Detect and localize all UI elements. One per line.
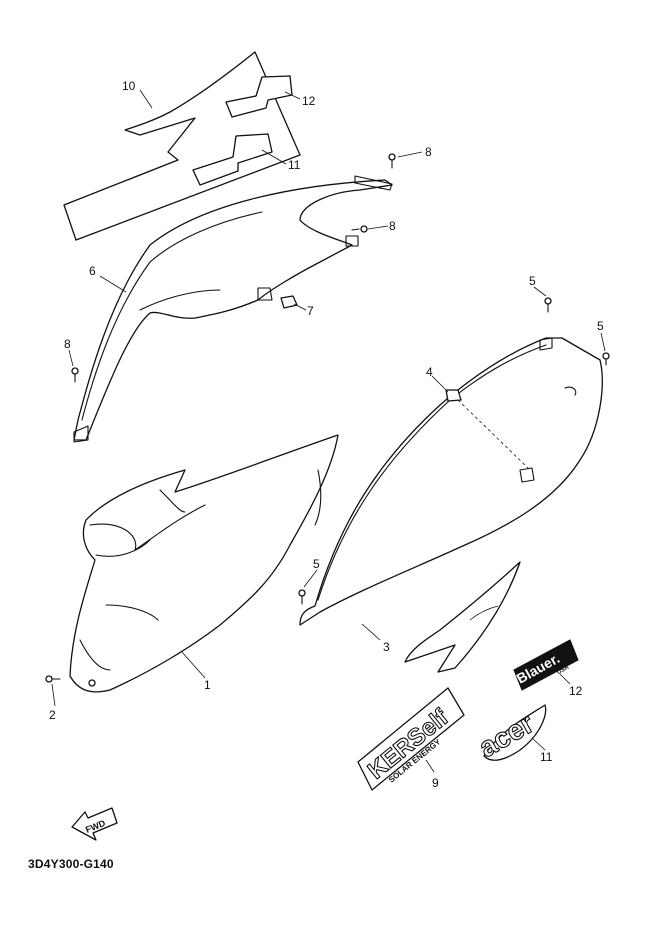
part-8-screw-left (71, 367, 79, 383)
callout-11-lower: 11 (540, 750, 553, 764)
part-5-screw-lower (298, 589, 306, 605)
part-2-bolt (45, 675, 61, 683)
callout-8-top: 8 (425, 145, 432, 159)
part-3-side-cover (299, 337, 603, 626)
callout-leaders (51, 89, 606, 773)
diagram-code: 3D4Y300-G140 (28, 857, 114, 871)
part-12-decal-upper (225, 75, 293, 118)
forward-arrow-icon: FWD (71, 807, 118, 841)
callout-6: 6 (89, 264, 96, 278)
callout-10: 10 (122, 79, 136, 93)
callout-numbers: 1 2 3 4 5 5 5 6 7 8 8 8 9 10 11 11 12 12 (49, 79, 604, 790)
callout-12-lower: 12 (569, 684, 583, 698)
callout-11-upper: 11 (288, 158, 301, 172)
callout-9: 9 (432, 776, 439, 790)
callout-1: 1 (204, 678, 211, 692)
callout-5-right: 5 (597, 319, 604, 333)
part-8-screw-middle (351, 225, 368, 233)
part-5-screw-top (544, 297, 552, 313)
part-11-acer-logo: acer (473, 704, 547, 764)
part-6-side-cover (73, 175, 393, 443)
callout-7: 7 (307, 304, 314, 318)
part-9-kerself-logo: KERSelf SOLAR ENERGY (357, 687, 465, 791)
part-7-clip (280, 295, 298, 309)
callout-8-middle: 8 (389, 219, 396, 233)
part-11-decal-upper (192, 133, 273, 186)
callout-8-left: 8 (64, 337, 71, 351)
part-8-screw-top (388, 153, 396, 169)
callout-5-lower: 5 (313, 557, 320, 571)
blauer-logo-subtext: USA (556, 664, 571, 676)
callout-2: 2 (49, 708, 56, 722)
callout-4: 4 (426, 365, 433, 379)
part-5-screw-right (602, 352, 610, 366)
part-4-clip (445, 389, 462, 402)
callout-3: 3 (383, 640, 390, 654)
part-1-front-cover (69, 434, 339, 693)
part-9-stripe-decal (404, 561, 521, 673)
callout-5-top: 5 (529, 274, 536, 288)
callout-12-upper: 12 (302, 94, 316, 108)
